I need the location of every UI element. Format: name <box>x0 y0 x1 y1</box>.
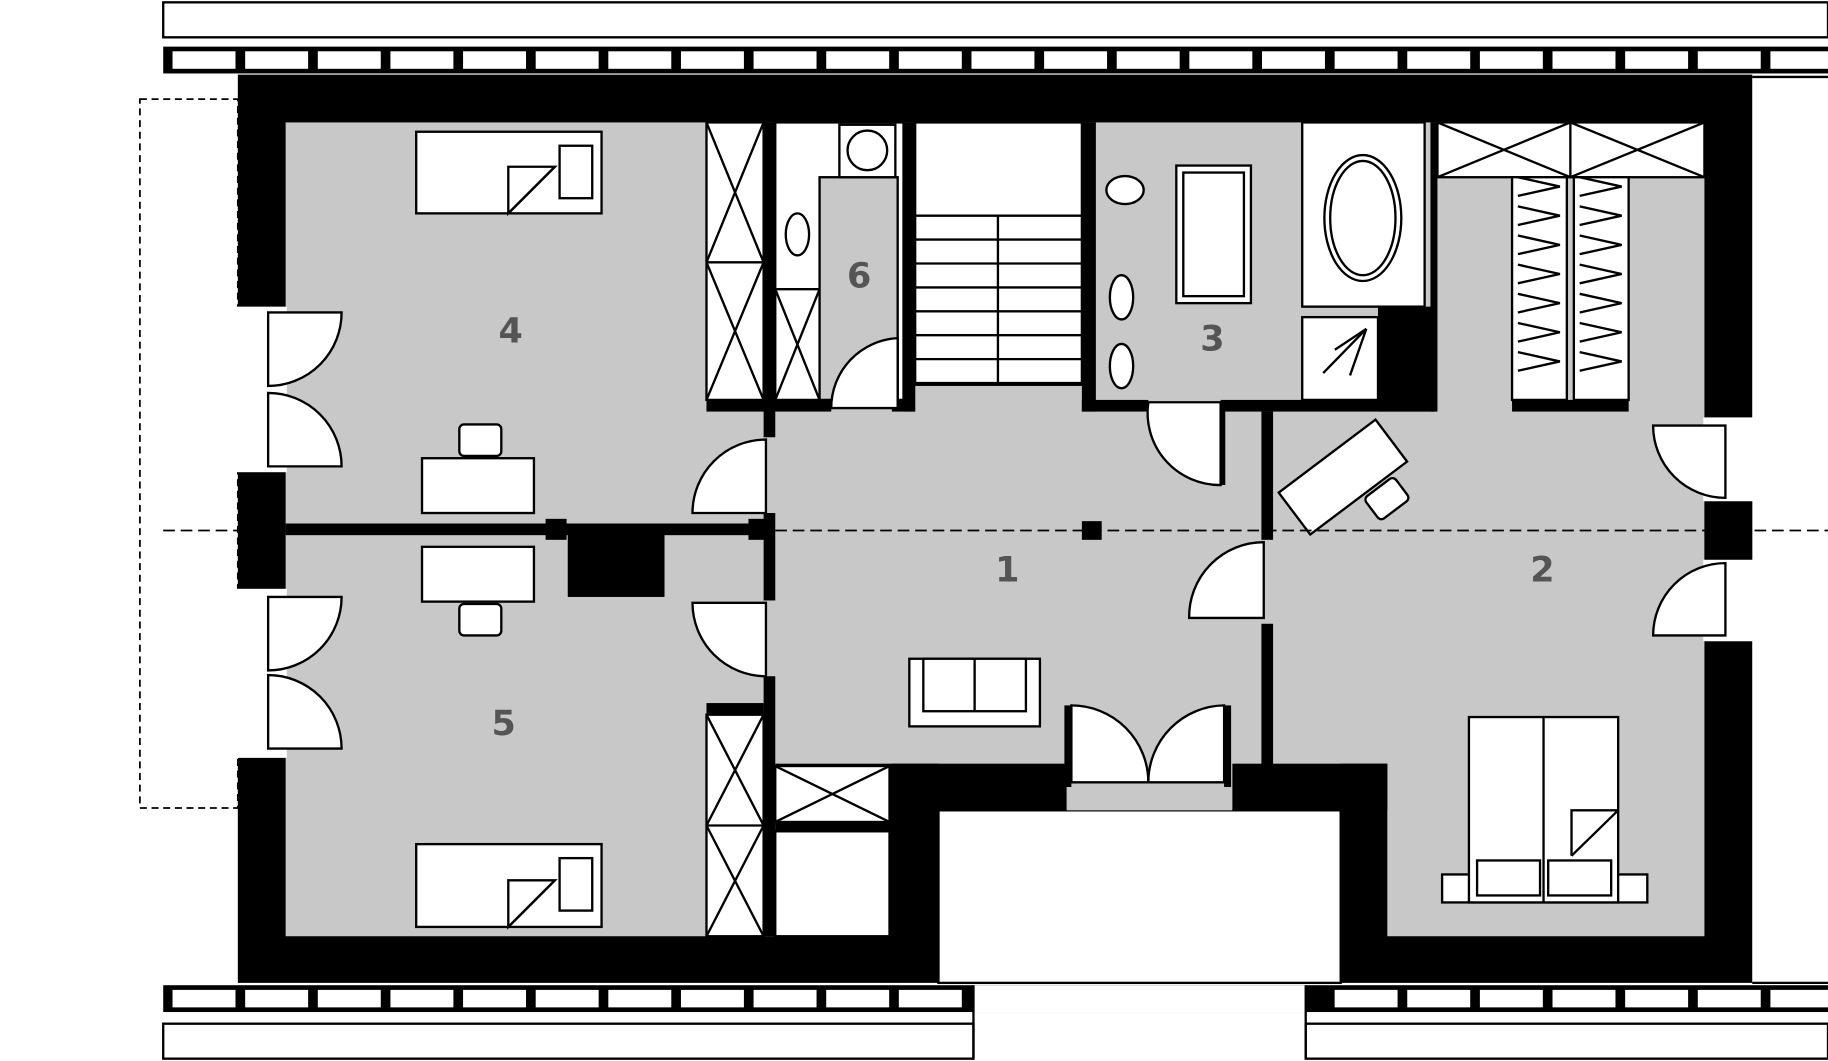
hanger <box>1579 292 1622 314</box>
rafter-gap <box>680 51 744 69</box>
room-label-4: 4 <box>498 311 522 351</box>
hanger <box>1579 350 1622 372</box>
room-label-2: 2 <box>1530 550 1554 590</box>
rafter-gap <box>1407 51 1471 69</box>
rafter-gap <box>245 989 309 1008</box>
hanger <box>1517 263 1561 285</box>
toilet <box>1105 174 1145 206</box>
rafter-gap <box>172 51 236 69</box>
rafter-gap <box>680 989 744 1008</box>
double-bed <box>1440 715 1649 904</box>
rafter-gap <box>608 989 672 1008</box>
rafter-gap <box>535 51 599 69</box>
rafter-gap <box>1625 51 1689 69</box>
entrance-area <box>937 809 1342 985</box>
rafter-gap <box>1697 51 1761 69</box>
hanger <box>1579 234 1622 256</box>
hanger <box>1517 321 1561 343</box>
hanger <box>1579 205 1622 227</box>
hanger <box>1579 263 1622 285</box>
rafter-gap <box>317 989 381 1008</box>
hanger <box>1517 234 1561 256</box>
rafter-gap <box>1334 989 1398 1008</box>
rafter-gap <box>463 989 527 1008</box>
rafter-gap <box>898 51 962 69</box>
sink <box>1108 342 1135 390</box>
sink <box>784 212 811 257</box>
bed-room-4 <box>415 130 603 217</box>
rafter-gap <box>1479 989 1543 1008</box>
rafter-gap <box>1625 989 1689 1008</box>
rafter-gap <box>753 51 817 69</box>
roof-eave-bottom-right <box>1304 1022 1828 1060</box>
desk-room-2 <box>1277 418 1410 537</box>
rafter-gap <box>390 989 454 1008</box>
rafter-gap <box>1697 989 1761 1008</box>
sofa <box>908 657 1042 728</box>
rafter-gap <box>826 989 890 1008</box>
desk <box>420 545 536 603</box>
room-label-5: 5 <box>491 704 515 744</box>
rafter-gap <box>1116 51 1180 69</box>
chair <box>458 423 503 458</box>
rafters-bottom <box>163 985 1828 1013</box>
rafter-gap <box>1189 51 1253 69</box>
hanger <box>1517 292 1561 314</box>
roof-eave-top <box>162 1 1828 39</box>
bed-room-5 <box>415 842 603 930</box>
room-label-3: 3 <box>1200 319 1224 359</box>
hanger <box>1579 321 1622 343</box>
rafter-gap <box>1044 51 1108 69</box>
chair <box>458 602 503 637</box>
rafter-gap <box>753 989 817 1008</box>
rafter-gap <box>245 51 309 69</box>
rafter-gap <box>535 989 599 1008</box>
rafter-gap <box>1407 989 1471 1008</box>
rafter-gap <box>1479 51 1543 69</box>
rafter-gap <box>898 989 962 1008</box>
rafter-gap <box>1334 51 1398 69</box>
rafter-gap <box>390 51 454 69</box>
rafter-gap <box>172 989 236 1008</box>
desk <box>420 457 536 515</box>
room-label-1: 1 <box>995 550 1019 590</box>
rafter-gap <box>1770 989 1828 1008</box>
hanger <box>1517 205 1561 227</box>
rafter-gap <box>317 51 381 69</box>
rafter-gap <box>608 51 672 69</box>
rafters-top <box>163 46 1828 74</box>
dormer-outline-left <box>139 98 239 809</box>
roof-eave-bottom-left <box>162 1022 975 1060</box>
room-label-6: 6 <box>847 256 871 296</box>
rafter-gap <box>1770 51 1828 69</box>
rafter-gap <box>826 51 890 69</box>
sink <box>1108 273 1135 321</box>
rafter-gap <box>971 51 1035 69</box>
rafter-gap <box>1552 51 1616 69</box>
hanger <box>1517 176 1561 198</box>
hanger <box>1517 350 1561 372</box>
hanger <box>1579 176 1622 198</box>
rafter-gap <box>1261 51 1325 69</box>
rafter-gap <box>1552 989 1616 1008</box>
rafter-gap <box>463 51 527 69</box>
